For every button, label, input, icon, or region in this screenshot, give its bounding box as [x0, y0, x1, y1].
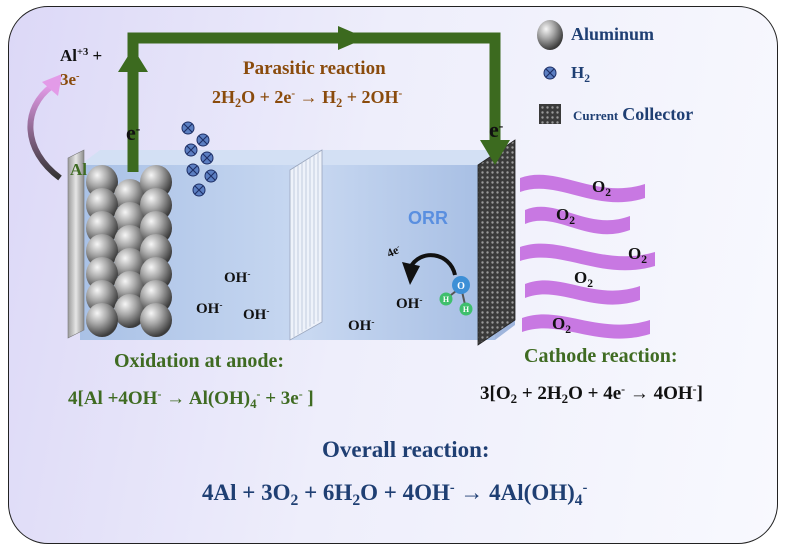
- aluminum-sphere-icon: [537, 20, 563, 50]
- h2-bubble: [184, 143, 198, 157]
- h2-bubble: [192, 183, 206, 197]
- parasitic-reaction-title: Parasitic reaction: [243, 58, 386, 79]
- orr-label: ORR: [408, 208, 448, 228]
- ion-release-arrow: [27, 74, 62, 181]
- released-electrons-label: 3e-: [60, 70, 80, 89]
- h2-bubble: [186, 163, 200, 177]
- current-collector-icon: [539, 104, 561, 124]
- h2-bubble: [200, 151, 214, 165]
- oxygen-wave: [525, 280, 640, 305]
- oxygen-label: O2: [592, 177, 612, 199]
- hydroxide-label: OH-: [224, 269, 251, 286]
- cathode-reaction-title: Cathode reaction:: [524, 345, 678, 367]
- legend-aluminum-label: Aluminum: [571, 24, 655, 44]
- legend-h2-label: H2: [571, 63, 591, 85]
- anode-equation: 4[Al +4OH- → Al(OH)4- + 3e- ]: [68, 387, 314, 412]
- oxygen-label: O2: [574, 268, 594, 290]
- oxygen-wave: [522, 314, 650, 339]
- h2-bubble: [204, 169, 218, 183]
- hydrogen-bubbles: [181, 121, 218, 197]
- hydroxide-label: OH-: [196, 300, 223, 317]
- hydroxide-label: OH-: [348, 317, 375, 334]
- external-circuit: [118, 26, 510, 172]
- oxygen-waves: [520, 174, 655, 339]
- legend-collector-label: Current Collector: [573, 104, 694, 124]
- arrow-head-icon: [42, 74, 62, 96]
- h2-bubble: [181, 121, 195, 135]
- legend-icons: [537, 20, 563, 124]
- oxygen-label: O2: [628, 244, 648, 266]
- aluminum-anode: [67, 149, 172, 339]
- oxygen-label: O2: [556, 205, 576, 227]
- anode-reaction-title: Oxidation at anode:: [114, 350, 285, 372]
- anode-electron-label: e-: [126, 120, 141, 145]
- aluminum-sphere: [140, 303, 172, 337]
- overall-reaction-title: Overall reaction:: [322, 437, 490, 462]
- al-label: Al: [70, 160, 87, 179]
- wire-arrow-right-icon: [338, 26, 366, 50]
- aluminum-spheres: [86, 165, 172, 337]
- oxygen-atom: [452, 276, 470, 294]
- hydroxide-label: OH-: [243, 306, 270, 323]
- svg-text:O: O: [457, 281, 465, 292]
- orr-arrow-head-icon: [402, 262, 420, 285]
- overall-equation: 4Al + 3O2 + 6H2O + 4OH- → 4Al(OH)4-: [202, 480, 588, 509]
- separator-membrane: [289, 149, 323, 341]
- svg-text:H: H: [463, 305, 470, 314]
- current-collector: [477, 139, 516, 346]
- h2-bubble: [196, 133, 210, 147]
- cathode-equation: 3[O2 + 2H2O + 4e- → 4OH-]: [480, 382, 703, 407]
- aluminum-sphere: [114, 294, 146, 328]
- cathode-electron-label: e-: [489, 117, 504, 142]
- water-molecule: O H H: [439, 276, 473, 316]
- oxygen-wave: [525, 206, 630, 235]
- al-ion-label: Al+3 +: [60, 46, 103, 65]
- hydrogen-atom: [459, 302, 473, 316]
- oxygen-label: O2: [552, 314, 572, 336]
- parasitic-equation: 2H2O + 2e- → H2 + 2OH-: [212, 87, 403, 110]
- oxygen-wave: [520, 174, 645, 203]
- hydroxide-label: OH-: [396, 295, 423, 312]
- wire-arrow-up-icon: [118, 48, 148, 72]
- orr-arrow: [402, 253, 457, 285]
- svg-text:H: H: [443, 295, 450, 304]
- oxygen-wave: [520, 243, 655, 271]
- aluminum-sphere: [86, 303, 118, 337]
- wire-arrow-down-icon: [480, 140, 510, 165]
- hydrogen-atom: [439, 292, 453, 306]
